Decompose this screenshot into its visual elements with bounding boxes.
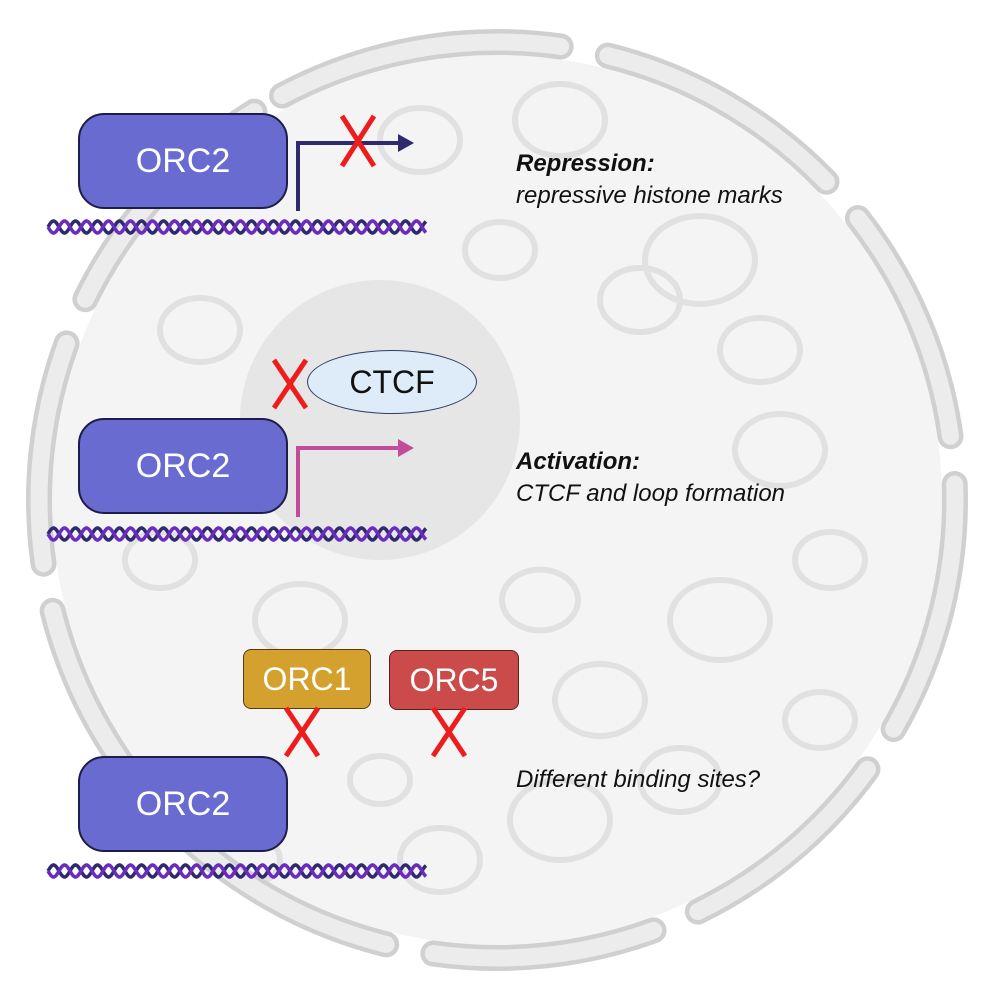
label-binding-desc: Different binding sites? bbox=[516, 766, 761, 793]
chromatin-loop bbox=[552, 661, 648, 739]
envelope-segment-fill bbox=[273, 33, 570, 105]
nucleus bbox=[52, 55, 942, 945]
chromatin-loop bbox=[377, 105, 463, 175]
label-activation-desc: CTCF and loop formation bbox=[516, 480, 786, 507]
chromatin-loop bbox=[462, 219, 538, 281]
label-binding: Different binding sites? bbox=[516, 764, 760, 796]
chromatin-loop bbox=[499, 566, 581, 634]
chromatin-loop bbox=[667, 577, 773, 663]
label-repression-title: Repression: bbox=[516, 150, 655, 177]
orc2-protein-binding: ORC2 bbox=[78, 756, 288, 852]
envelope-segment-fill bbox=[689, 760, 876, 921]
orc1-protein: ORC1 bbox=[243, 649, 371, 709]
chromatin-loop bbox=[512, 81, 608, 159]
envelope-segment-fill bbox=[849, 209, 959, 445]
chromatin-loop bbox=[642, 213, 758, 307]
label-repression-desc: repressive histone marks bbox=[516, 182, 783, 209]
nucleolus bbox=[240, 280, 520, 560]
chromatin-loop bbox=[347, 753, 413, 807]
ctcf-protein: CTCF bbox=[307, 350, 477, 414]
label-activation-title: Activation: bbox=[516, 448, 641, 475]
chromatin-loop bbox=[782, 689, 858, 751]
chromatin-loop bbox=[637, 745, 723, 815]
envelope-segment-fill bbox=[30, 334, 76, 573]
envelope-segment-fill bbox=[424, 921, 663, 967]
chromatin-loop bbox=[397, 825, 483, 895]
label-repression: Repression: repressive histone marks bbox=[516, 148, 783, 212]
envelope-segment-fill bbox=[885, 475, 964, 738]
chromatin-loop bbox=[157, 295, 243, 365]
chromatin-loop bbox=[792, 529, 868, 591]
chromatin-loop bbox=[597, 265, 683, 335]
orc2-protein-repression: ORC2 bbox=[78, 113, 288, 209]
orc2-protein-activation: ORC2 bbox=[78, 418, 288, 514]
envelope-segment-fill bbox=[182, 831, 395, 953]
chromatin-loop bbox=[717, 315, 803, 385]
orc5-protein: ORC5 bbox=[389, 650, 519, 710]
label-activation: Activation: CTCF and loop formation bbox=[516, 446, 785, 510]
chromatin-loop bbox=[732, 411, 828, 489]
envelope-segment-fill bbox=[599, 47, 835, 191]
chromatin-loop bbox=[507, 777, 613, 863]
